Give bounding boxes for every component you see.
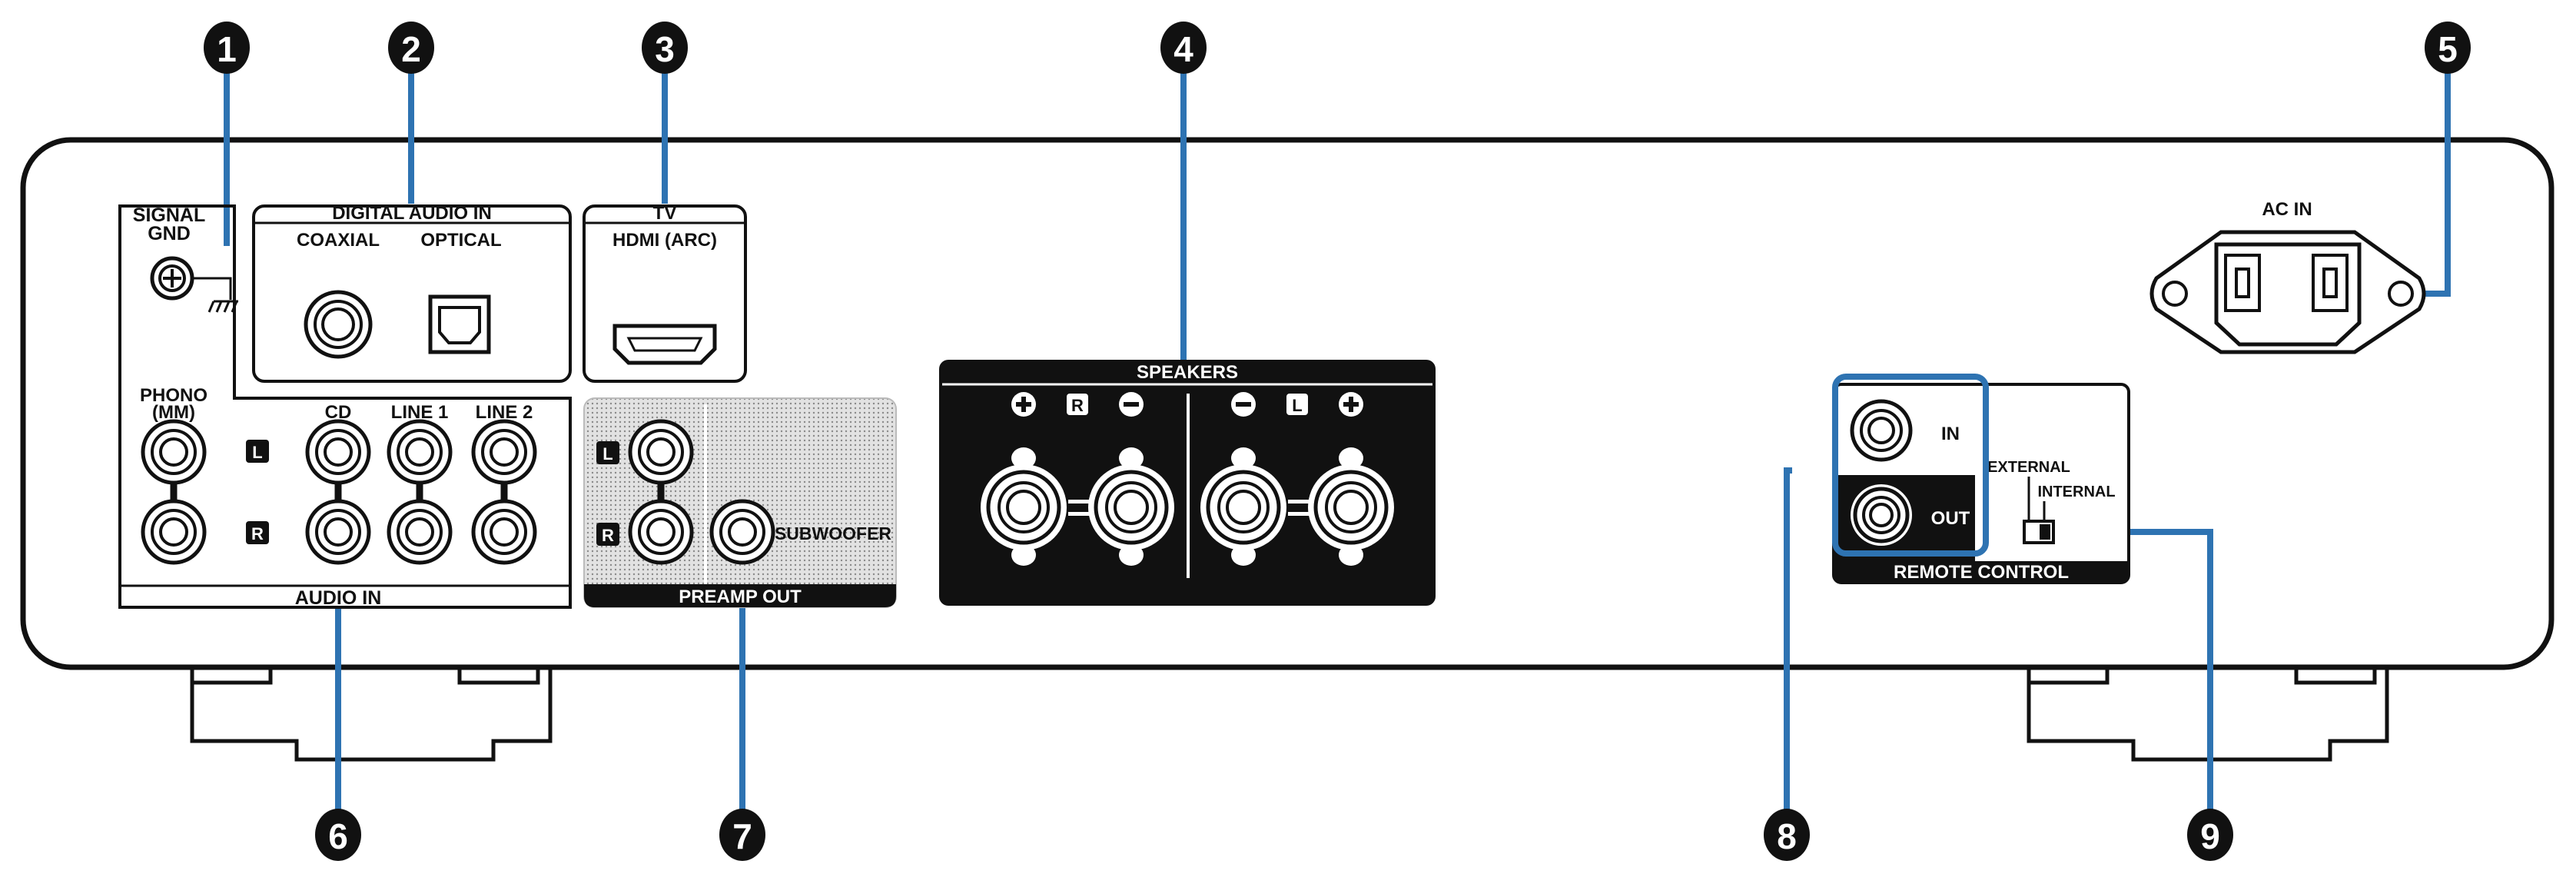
svg-text:2: 2: [401, 29, 421, 69]
svg-text:8: 8: [1777, 816, 1797, 856]
speaker-l-minus-terminal-icon[interactable]: [1200, 447, 1286, 566]
svg-text:7: 7: [732, 816, 752, 856]
audio-in-section: PHONO (MM) CD LINE 1 LINE 2 L R: [120, 385, 570, 609]
remote-control-section: REMOTE CONTROL IN OUT EXTERNAL INTERNAL: [1832, 374, 2130, 584]
svg-text:R: R: [602, 526, 614, 545]
channel-r-badge: R: [246, 521, 269, 544]
signal-gnd-label-1: SIGNAL: [133, 204, 205, 226]
optical-label: OPTICAL: [420, 230, 501, 251]
signal-gnd-label-2: GND: [148, 223, 191, 244]
phono-l-rca-jack-icon[interactable]: [141, 419, 207, 485]
speaker-l-badge: L: [1286, 394, 1308, 415]
channel-l-badge: L: [246, 440, 269, 463]
speaker-r-badge: R: [1067, 394, 1088, 415]
preamp-r-badge: R: [596, 523, 619, 546]
optical-jack-icon[interactable]: [428, 294, 491, 354]
plus-icon: [1339, 392, 1363, 417]
preamp-l-badge: L: [596, 441, 619, 464]
audio-in-label: AUDIO IN: [295, 587, 382, 609]
svg-text:9: 9: [2200, 816, 2220, 856]
preamp-l-rca-jack-icon[interactable]: [628, 419, 694, 485]
input-panel-outline: [118, 204, 572, 609]
remote-out-label: OUT: [1931, 508, 1970, 529]
tv-hdmi-section: TV HDMI (ARC): [583, 203, 747, 383]
cd-r-rca-jack-icon[interactable]: [305, 499, 371, 565]
subwoofer-rca-jack-icon[interactable]: [709, 499, 775, 565]
ac-inlet-icon[interactable]: [2149, 230, 2426, 354]
svg-text:R: R: [251, 524, 264, 543]
speaker-l-plus-terminal-icon[interactable]: [1308, 447, 1394, 566]
external-label: EXTERNAL: [1987, 459, 2070, 476]
svg-text:4: 4: [1173, 29, 1193, 69]
minus-icon: [1231, 392, 1256, 417]
speakers-section: SPEAKERS R L: [939, 360, 1436, 606]
digital-audio-in-section: DIGITAL AUDIO IN COAXIAL OPTICAL: [252, 203, 572, 383]
slide-switch-icon[interactable]: [2023, 520, 2055, 544]
svg-text:L: L: [1292, 396, 1302, 415]
remote-out-jack-icon[interactable]: [1851, 484, 1912, 546]
line2-r-rca-jack-icon[interactable]: [471, 499, 537, 565]
hdmi-port-icon[interactable]: [612, 324, 717, 365]
preamp-out-section: PREAMP OUT L R SUBWOOFER: [583, 397, 897, 608]
svg-text:L: L: [603, 444, 612, 464]
svg-text:R: R: [1071, 396, 1084, 415]
speakers-label: SPEAKERS: [1137, 362, 1238, 383]
phono-r-rca-jack-icon[interactable]: [141, 499, 207, 565]
tv-label: TV: [653, 203, 677, 224]
svg-text:1: 1: [217, 29, 237, 69]
subwoofer-label: SUBWOOFER: [775, 523, 891, 543]
signal-gnd-section: SIGNAL GND: [133, 204, 238, 313]
remote-jacks-highlight: [1832, 374, 1989, 557]
coaxial-jack-icon[interactable]: [304, 290, 373, 359]
ac-in-section: AC IN: [2149, 199, 2426, 354]
ac-in-label: AC IN: [2262, 199, 2312, 220]
coaxial-label: COAXIAL: [297, 230, 380, 251]
callout-badges: 1 2 3 4 5 6 7 8: [204, 22, 2471, 861]
phono-label-1: PHONO: [140, 385, 207, 406]
internal-label: INTERNAL: [2037, 484, 2115, 500]
line1-l-rca-jack-icon[interactable]: [387, 419, 453, 485]
remote-in-label: IN: [1941, 424, 1960, 444]
callout-9: 9: [2187, 809, 2233, 861]
digital-audio-in-label: DIGITAL AUDIO IN: [332, 203, 492, 224]
callout-4: 4: [1160, 22, 1207, 74]
svg-text:3: 3: [655, 29, 675, 69]
hdmi-arc-label: HDMI (ARC): [612, 230, 717, 251]
svg-text:6: 6: [328, 816, 348, 856]
callout-5: 5: [2425, 22, 2471, 74]
callout-1: 1: [204, 22, 250, 74]
line2-l-rca-jack-icon[interactable]: [471, 419, 537, 485]
callout-2: 2: [388, 22, 434, 74]
plus-icon: [1011, 392, 1036, 417]
svg-text:L: L: [252, 443, 262, 462]
callout-8: 8: [1764, 809, 1810, 861]
ground-screw-icon[interactable]: [150, 256, 194, 301]
callout-3: 3: [642, 22, 688, 74]
speaker-r-minus-terminal-icon[interactable]: [1088, 447, 1174, 566]
callout-7: 7: [719, 809, 765, 861]
cd-l-rca-jack-icon[interactable]: [305, 419, 371, 485]
speaker-r-plus-terminal-icon[interactable]: [981, 447, 1067, 566]
remote-in-jack-icon[interactable]: [1850, 399, 1913, 462]
remote-control-label: REMOTE CONTROL: [1894, 562, 2069, 583]
minus-icon: [1119, 392, 1144, 417]
preamp-r-rca-jack-icon[interactable]: [628, 499, 694, 565]
svg-text:5: 5: [2438, 29, 2458, 69]
line1-r-rca-jack-icon[interactable]: [387, 499, 453, 565]
left-foot: [190, 665, 553, 762]
preamp-out-label: PREAMP OUT: [679, 587, 802, 607]
callout-6: 6: [315, 809, 361, 861]
